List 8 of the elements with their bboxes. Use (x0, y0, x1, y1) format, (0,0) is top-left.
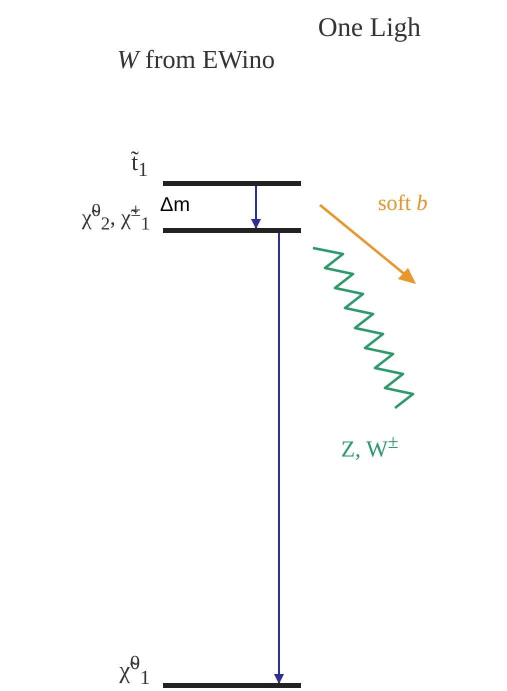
subtitle: W from EWino (117, 45, 275, 75)
decay-arrow (251, 186, 261, 229)
title: One Ligh (318, 12, 421, 43)
particle-label: t̃$_{1}$ (131, 150, 148, 182)
edge-label: Δm (160, 194, 190, 217)
particle-label: soft b (378, 190, 428, 216)
particle-label: Z, W$^{±}$ (341, 432, 398, 463)
decay-arrow (274, 233, 284, 684)
